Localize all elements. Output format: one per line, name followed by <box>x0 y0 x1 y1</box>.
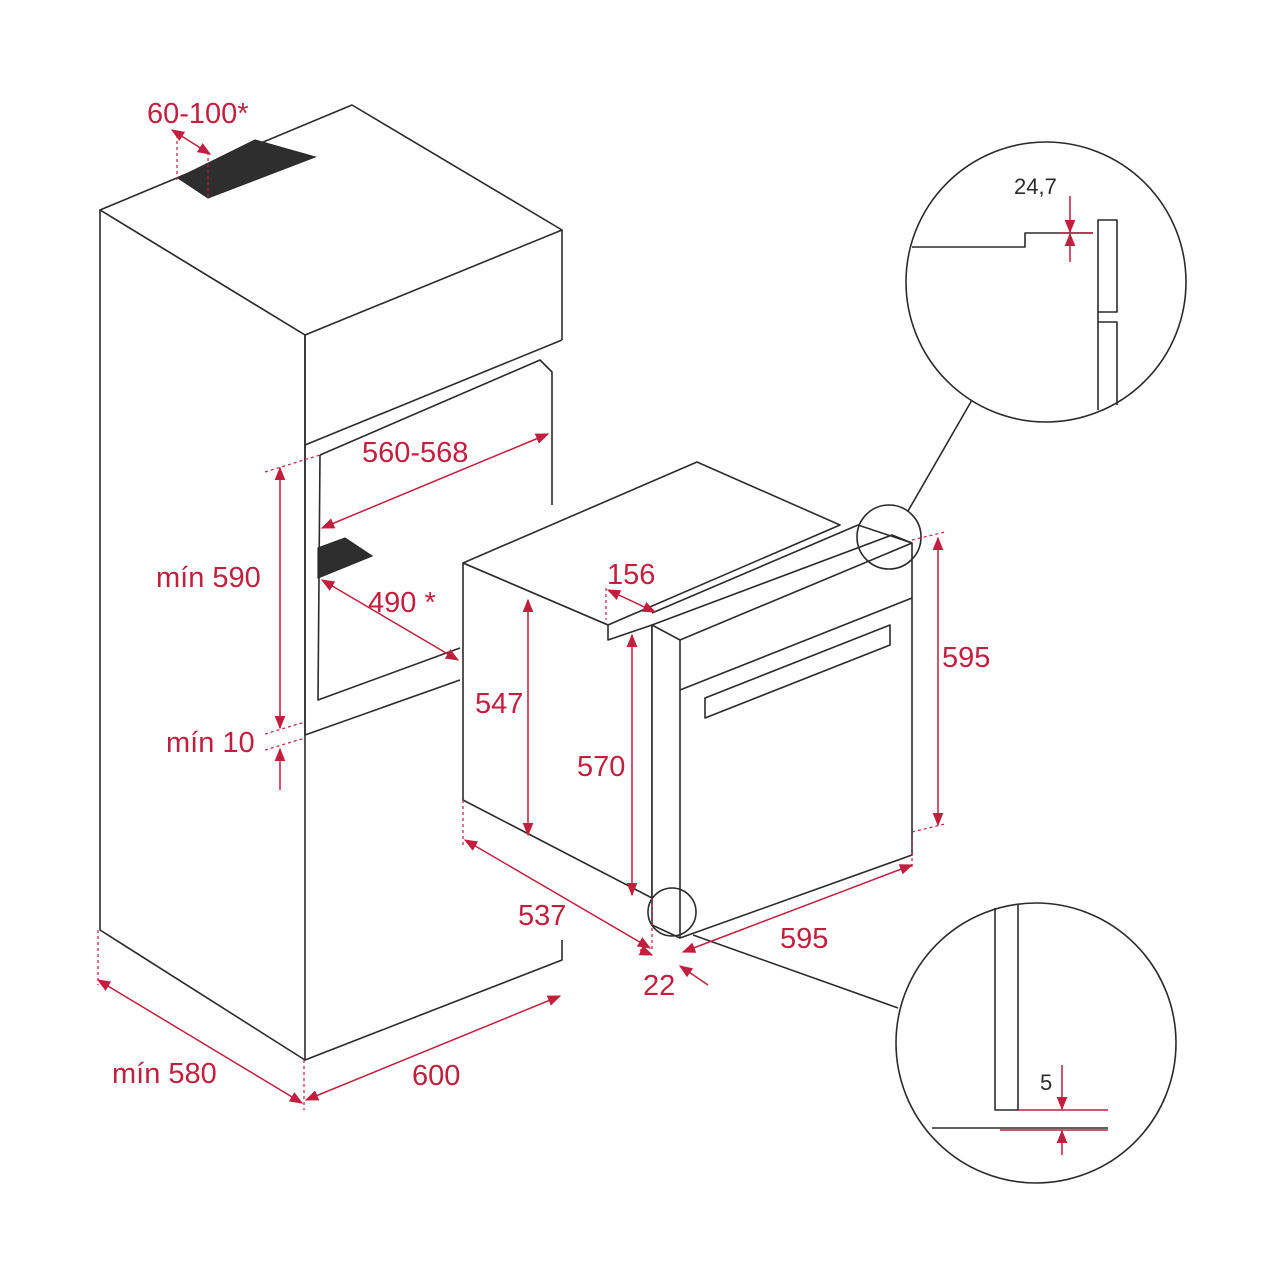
label-bottom-gap: mín 10 <box>166 727 255 759</box>
detail-top: 24,7 <box>856 141 1187 570</box>
label-height-body: 570 <box>577 751 625 783</box>
dim-front-ext-top <box>911 531 946 541</box>
oven-handle <box>704 624 891 719</box>
cabinet-left-face <box>99 209 306 1061</box>
label-top-offset: 156 <box>607 559 655 591</box>
oven <box>462 461 913 939</box>
cabinet-lower-right <box>304 940 563 1061</box>
cabinet-niche-back <box>319 359 553 505</box>
label-front-width: 595 <box>780 923 828 955</box>
dim-front-ext-bottom <box>911 823 946 833</box>
cabinet <box>99 104 563 1061</box>
detail-door-bottom <box>994 905 1019 1111</box>
detail-profile-top <box>912 232 1093 248</box>
dim-thickness-arrow-b <box>678 965 709 986</box>
oven-top-lip <box>651 542 913 641</box>
label-niche-height: mín 590 <box>156 562 261 594</box>
dim-thickness-arrow-a <box>638 945 654 956</box>
dim-slot-depth <box>320 579 460 661</box>
detail-bottom-label: 5 <box>1040 1070 1052 1095</box>
dim-front-width <box>681 864 914 953</box>
dim-niche-width <box>320 433 550 529</box>
cabinet-front-upper <box>304 335 563 446</box>
label-niche-width: 560-568 <box>362 437 468 469</box>
oven-door-top <box>679 597 913 691</box>
detail-top-label: 24,7 <box>1014 174 1057 199</box>
label-cabinet-depth: mín 580 <box>112 1058 217 1090</box>
label-front-thickness: 22 <box>643 970 675 1002</box>
detail-door-top <box>1097 219 1118 410</box>
label-vent-depth: 60-100* <box>147 98 249 130</box>
dim-cabinet-width <box>304 995 562 1101</box>
dimension-labels: 60-100* 560-568 mín 590 490 * mín 10 mín… <box>112 98 990 1092</box>
dim-gap-ext <box>264 737 306 751</box>
oven-frame-rail <box>651 524 913 614</box>
vent-slot-top <box>176 139 317 199</box>
detail-bottom: 5 <box>647 887 1177 1184</box>
detail-marker-top <box>856 504 922 570</box>
oven-front-panel <box>651 534 913 939</box>
detail-circle-top <box>905 141 1187 423</box>
dim-niche-ext-bottom <box>264 721 306 735</box>
cabinet-niche-frame <box>304 445 461 736</box>
label-slot-depth: 490 * <box>368 587 436 619</box>
detail-leader-top <box>907 399 973 512</box>
cabinet-niche-inner <box>317 454 461 701</box>
dim-top-offset <box>606 589 657 613</box>
dim-vent-depth <box>170 129 212 155</box>
dim-body-depth <box>463 839 652 949</box>
dimensions <box>96 129 946 1110</box>
label-height-front: 595 <box>942 642 990 674</box>
vent-slot-niche <box>317 537 374 579</box>
label-height-rear: 547 <box>475 688 523 720</box>
label-cabinet-width: 600 <box>412 1060 460 1092</box>
detail-circle-bottom <box>895 902 1177 1184</box>
dim-cabinet-depth <box>96 979 304 1104</box>
label-body-depth: 537 <box>518 900 566 932</box>
